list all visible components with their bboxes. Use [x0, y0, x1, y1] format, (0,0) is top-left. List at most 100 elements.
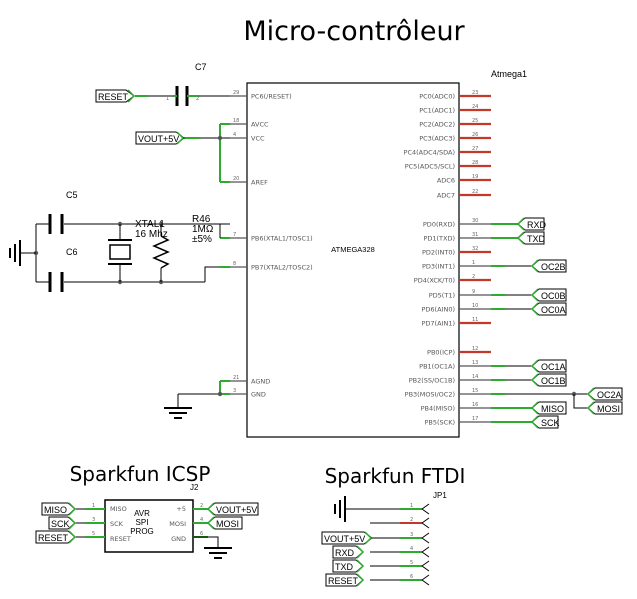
mcu-right-pin-label: PD1(TXD) [423, 235, 455, 243]
svg-text:MISO: MISO [541, 404, 564, 414]
c5-label: C5 [66, 190, 78, 200]
net-label-ftdi-reset: RESET [325, 573, 365, 587]
net-label-rxd: RXD [516, 217, 547, 231]
mcu-right-pin-num: 25 [472, 118, 478, 124]
svg-text:RESET: RESET [328, 576, 359, 586]
net-label-ftdi-txd: TXD [332, 559, 365, 573]
mcu-right-pin-label: PD4(XCK/T0) [414, 277, 455, 285]
mcu-left-pin-num: 21 [233, 375, 239, 381]
mcu-left-pin-num: 8 [233, 261, 236, 267]
svg-text:VOUT+5V: VOUT+5V [138, 134, 179, 144]
mcu-right-pin-num: 19 [472, 174, 478, 180]
svg-text:OC0B: OC0B [541, 291, 566, 301]
svg-text:TXD: TXD [527, 234, 546, 244]
svg-text:1: 1 [92, 503, 95, 509]
svg-text:RESET: RESET [110, 535, 131, 543]
svg-text:MISO: MISO [110, 505, 127, 513]
mcu-right-pin-label: PB4(MISO) [421, 405, 455, 413]
svg-text:2: 2 [200, 503, 203, 509]
svg-text:OC0A: OC0A [541, 305, 566, 315]
net-label-icsp-reset: RESET [35, 530, 77, 544]
net-label-vout-mcu: VOUT+5V [135, 131, 185, 145]
svg-text:MOSI: MOSI [597, 404, 620, 414]
ftdi-ground-symbol [334, 496, 385, 522]
mcu-left-pin-label: PC6(/RESET) [251, 93, 292, 101]
mcu-right-pin-num: 22 [472, 189, 478, 195]
ftdi-pin-num: 3 [410, 532, 413, 538]
icsp-title: Sparkfun ICSP [70, 462, 211, 486]
svg-text:SCK: SCK [110, 520, 124, 528]
svg-text:4: 4 [200, 517, 203, 523]
mcu-right-pin-label: ADC7 [437, 192, 455, 200]
mcu-right-pin-num: 1 [472, 260, 475, 266]
net-label-icsp-vout: VOUT+5V [206, 502, 259, 516]
svg-text:SCK: SCK [51, 519, 70, 529]
svg-text:VOUT+5V: VOUT+5V [324, 534, 365, 544]
mcu-left-pin-num: 3 [233, 388, 236, 394]
mcu-right-pin-num: 31 [472, 232, 478, 238]
net-label-sck-right: SCK [530, 415, 560, 429]
mcu-name: ATMEGA328 [331, 245, 375, 254]
svg-text:PROG: PROG [130, 527, 154, 536]
icsp-connector: AVR SPI PROG MISO SCK RESET +5 MOSI GND … [70, 499, 232, 559]
mcu-right-pin-label: PD3(INT1) [422, 263, 455, 271]
mcu-left-pin-label: VCC [251, 135, 265, 143]
mcu-left-pin-label: AREF [251, 179, 268, 187]
mcu-right-pin-num: 23 [472, 90, 478, 96]
crystal-ground-symbol [9, 240, 36, 266]
svg-text:MOSI: MOSI [169, 520, 186, 528]
mcu-right-pin-label: PD7(AIN1) [422, 320, 456, 328]
mcu-right-pin-num: 27 [472, 146, 478, 152]
svg-text:3: 3 [92, 517, 95, 523]
mcu-left-pin-label: AVCC [251, 121, 269, 129]
mcu-right-pin-label: PC2(ADC2) [419, 121, 455, 129]
mcu-right-pin-num: 16 [472, 402, 478, 408]
mcu-left-pin-label: GND [251, 391, 266, 399]
svg-text:5: 5 [92, 531, 95, 537]
mcu-right-pin-label: ADC6 [437, 177, 455, 185]
net-label-oc2a: OC2A [586, 387, 623, 401]
mcu-right-pin-label: PB5(SCK) [424, 419, 455, 427]
mcu-right-pin-num: 30 [472, 218, 478, 224]
mcu-right-pin-num: 9 [472, 289, 475, 295]
mcu-ground [164, 380, 230, 419]
svg-text:OC1B: OC1B [541, 376, 566, 386]
r46-tolerance: ±5% [192, 234, 212, 245]
svg-text:RESET: RESET [98, 92, 129, 102]
mcu-right-pin-num: 15 [472, 388, 478, 394]
mcu-right-pin-num: 11 [472, 317, 478, 323]
mcu-left-pin-num: 29 [233, 90, 239, 96]
mcu-right-pin-label: PB2(SS/OC1B) [409, 377, 455, 385]
mcu-left-pin-label: PB6(XTAL1/TOSC1) [251, 235, 313, 243]
mcu-pins: PC6(/RESET)29AVCC18VCC4AREF20PB6(XTAL1/T… [230, 90, 491, 427]
net-label-ftdi-vout: VOUT+5V [321, 531, 373, 545]
mcu-left-pin-label: PB7(XTAL2/TOSC2) [251, 264, 313, 272]
net-label-miso-right: MISO [530, 401, 567, 415]
net-label-oc0a: OC0A [530, 302, 567, 316]
mcu-right-pin-label: PC4(ADC4/SDA) [404, 149, 455, 157]
svg-text:OC1A: OC1A [541, 362, 566, 372]
mcu-right-pin-num: 17 [472, 416, 478, 422]
net-label-oc2b: OC2B [530, 259, 567, 273]
mcu-body [246, 82, 460, 438]
c7-label: C7 [195, 62, 207, 72]
ftdi-pin-num: 1 [410, 503, 413, 509]
mcu-right-pin-num: 12 [472, 346, 478, 352]
mcu-right-pin-num: 24 [472, 104, 478, 110]
icsp-ref: J2 [190, 483, 199, 492]
mcu-left-pin-num: 7 [233, 232, 236, 238]
net-label-oc0b: OC0B [530, 288, 567, 302]
xtal-value: 16 Mhz [135, 229, 168, 240]
mcu-right-pin-label: PB1(OC1A) [419, 363, 455, 371]
mcu-right-pin-label: PC3(ADC3) [419, 135, 455, 143]
svg-text:RXD: RXD [335, 548, 355, 558]
net-label-oc1b: OC1B [530, 373, 567, 387]
net-label-icsp-miso: MISO [41, 502, 77, 516]
ftdi-title: Sparkfun FTDI [325, 464, 466, 488]
svg-text:SCK: SCK [541, 418, 560, 428]
svg-text:OC2B: OC2B [541, 262, 566, 272]
svg-text:GND: GND [171, 535, 186, 543]
crystal-xtal1: XTAL1 16 Mhz [108, 219, 168, 282]
